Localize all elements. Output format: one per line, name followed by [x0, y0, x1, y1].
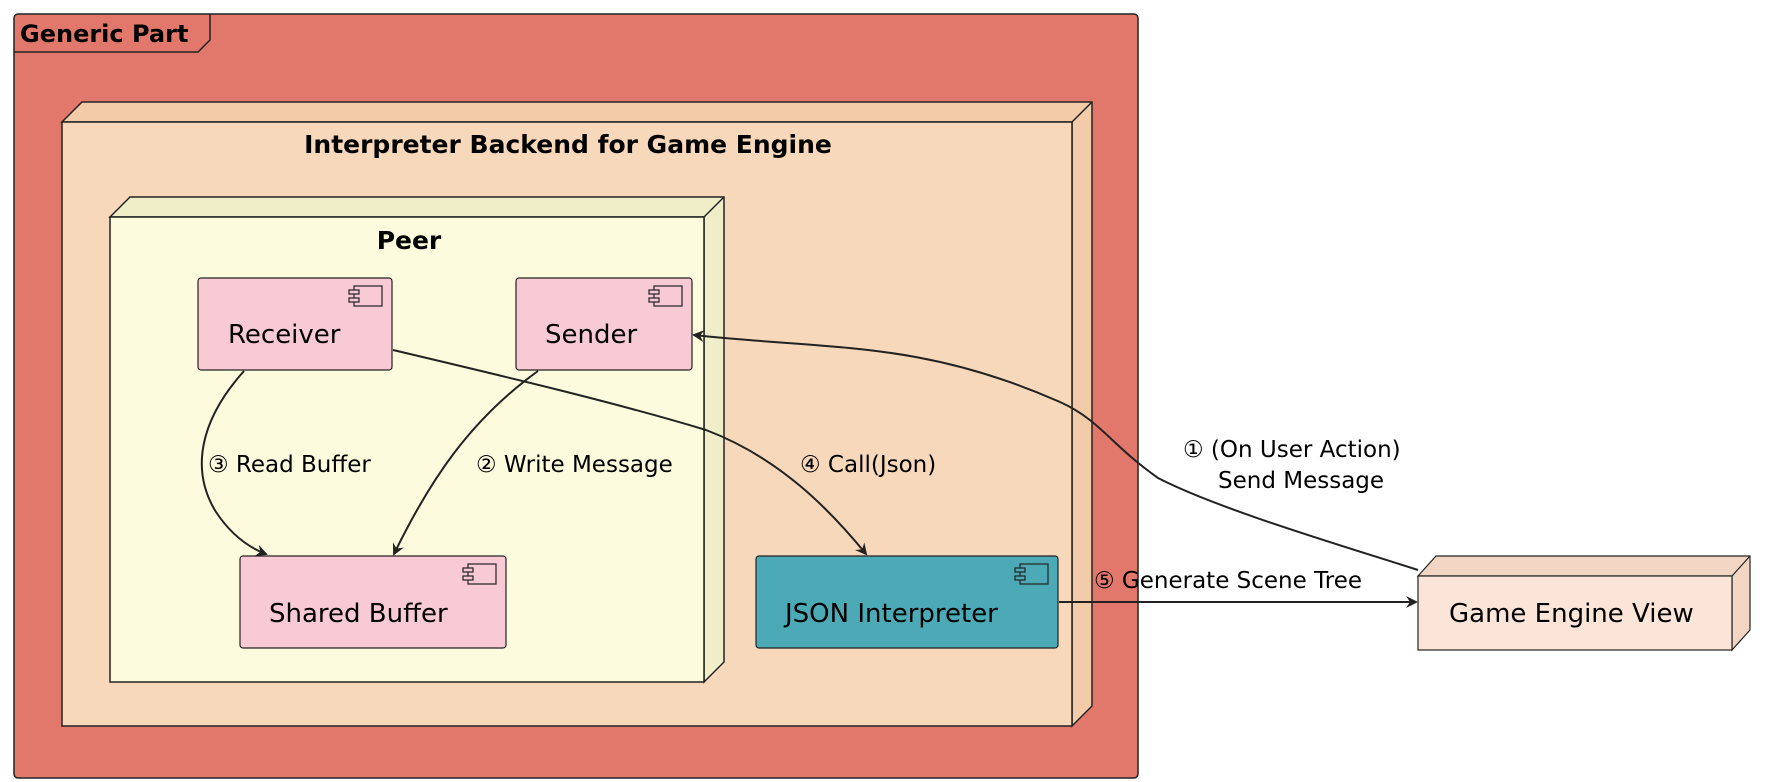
receiver-box [197, 277, 393, 371]
edge-send-message: ① (On User Action) Send Message [692, 330, 1419, 571]
component-icon [348, 285, 383, 307]
edge-read-buffer-line [200, 370, 268, 557]
backend-node-title: Interpreter Backend for Game Engine [304, 130, 832, 159]
game-engine-view-face [1417, 575, 1733, 651]
edge-send-message-label-line2: Send Message [1218, 468, 1384, 494]
shared-buffer-label: Shared Buffer [269, 599, 448, 629]
json-interpreter-label: JSON Interpreter [783, 599, 998, 629]
frame-title: Generic Part [20, 20, 188, 48]
sender-box [515, 277, 693, 371]
backend-node-edge [1071, 101, 1093, 123]
component-icon [1014, 563, 1049, 585]
edge-generate-scene-tree: ⑤ Generate Scene Tree [1059, 568, 1418, 608]
peer-node-title: Peer [377, 226, 442, 255]
edge-generate-scene-tree-label: ⑤ Generate Scene Tree [1094, 568, 1362, 594]
edge-read-buffer: ③ Read Buffer [200, 370, 371, 557]
edge-call-json-label: ④ Call(Json) [800, 452, 936, 478]
receiver-label: Receiver [228, 320, 341, 350]
edge-call-json-line [392, 349, 868, 556]
edge-send-message-line [692, 330, 1419, 571]
node-game-engine-view: Game Engine View [1416, 555, 1751, 652]
component-json-interpreter: JSON Interpreter [755, 555, 1059, 649]
edge-write-message-line [392, 370, 539, 556]
edge-write-message-label: ② Write Message [476, 452, 673, 478]
json-interpreter-box [755, 555, 1059, 649]
component-receiver: Receiver [197, 277, 393, 371]
frame-tab [14, 14, 211, 53]
edge-send-message-label-line1: ① (On User Action) [1183, 437, 1401, 463]
component-icon [648, 285, 683, 307]
component-icon [462, 563, 497, 585]
shared-buffer-box [239, 555, 507, 649]
component-sender: Sender [515, 277, 693, 371]
sender-label: Sender [545, 320, 637, 350]
edge-read-buffer-label: ③ Read Buffer [208, 452, 371, 478]
edge-write-message: ② Write Message [392, 370, 673, 556]
game-engine-view-label: Game Engine View [1449, 599, 1694, 629]
edge-call-json: ④ Call(Json) [392, 349, 936, 556]
component-shared-buffer: Shared Buffer [239, 555, 507, 649]
peer-node-edge [703, 196, 725, 218]
game-engine-view-edge [1731, 555, 1751, 577]
